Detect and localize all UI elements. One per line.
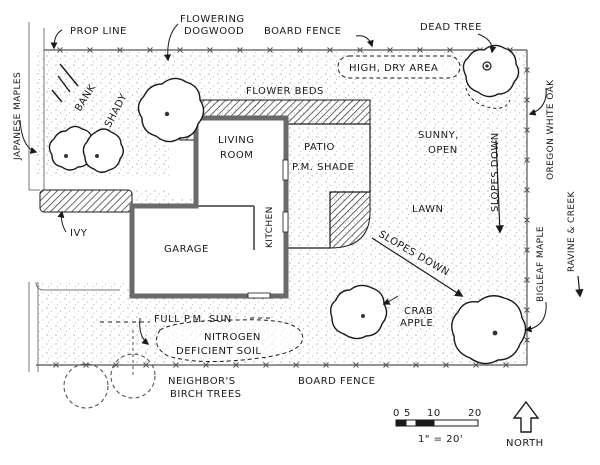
fence-post-marker	[417, 47, 423, 53]
dogwood-label: DOGWOOD	[184, 26, 244, 37]
fence-post-marker	[267, 47, 273, 53]
fence-post-marker	[443, 362, 449, 368]
fence-post-marker	[263, 362, 269, 368]
room-label: ROOM	[220, 150, 253, 161]
fence-post-marker	[357, 47, 363, 53]
garage-label: GARAGE	[164, 244, 209, 255]
scale-tick-0: 0	[393, 408, 400, 419]
fence-post-marker	[147, 47, 153, 53]
prop-line-label: PROP LINE	[70, 26, 127, 37]
fence-post-marker	[383, 362, 389, 368]
full-pm-sun-label: FULL P.M. SUN	[154, 314, 232, 325]
house	[129, 115, 289, 299]
fence-post-marker	[327, 47, 333, 53]
lawn-label: LAWN	[412, 204, 443, 215]
birch-trees-label: BIRCH TREES	[170, 389, 241, 400]
scale-ratio: 1" = 20'	[418, 434, 463, 445]
board-fence	[36, 49, 528, 366]
fence-post-marker	[524, 187, 530, 193]
crab-apple-tree	[329, 284, 388, 340]
japanese-maples-label: JAPANESE MAPLES	[13, 72, 23, 161]
japanese-maple-tree	[48, 125, 96, 171]
fence-post-marker	[293, 362, 299, 368]
board-fence-bottom-label: BOARD FENCE	[298, 376, 375, 387]
fence-post-marker	[503, 362, 509, 368]
fence-post-marker	[323, 362, 329, 368]
leader-lines	[19, 23, 547, 345]
scale-tick-5: 5	[404, 408, 411, 419]
fence-post-marker	[113, 362, 119, 368]
nitrogen-label: NITROGEN	[204, 332, 261, 343]
pm-shade-label: P.M. SHADE	[292, 162, 354, 173]
fence-post-marker	[237, 47, 243, 53]
fence-post-marker	[473, 362, 479, 368]
fence-post-marker	[387, 47, 393, 53]
fence-post-marker	[447, 47, 453, 53]
dead-tree	[462, 44, 520, 109]
slopes-down-vertical-label: SLOPES DOWN	[490, 132, 501, 212]
fence-post-marker	[53, 362, 59, 368]
fence-post-marker	[177, 47, 183, 53]
fence-post-marker	[524, 157, 530, 163]
high-dry-area-outline	[337, 55, 461, 79]
north-label: NORTH	[506, 438, 544, 449]
fence-post-marker	[524, 67, 530, 73]
fence-post-marker	[524, 247, 530, 253]
living-label: LIVING	[218, 135, 255, 146]
fence-post-marker	[524, 277, 530, 283]
fence-post-marker	[117, 47, 123, 53]
crab-label: CRAB	[404, 306, 433, 317]
patio-label: PATIO	[304, 142, 335, 153]
slope-arrows	[371, 139, 584, 298]
open-label: OPEN	[428, 145, 458, 156]
ivy-bed	[39, 189, 133, 213]
flowering-label: FLOWERING	[180, 14, 245, 25]
fence-post-marker	[143, 362, 149, 368]
bank-slope	[51, 63, 79, 103]
fence-post-marker	[413, 362, 419, 368]
sunny-label: SUNNY,	[418, 130, 459, 141]
fence-post-marker	[524, 337, 530, 343]
high-dry-area-label: HIGH, DRY AREA	[349, 63, 438, 74]
fence-post-marker	[524, 127, 530, 133]
oregon-white-oak-label: OREGON WHITE OAK	[546, 79, 556, 180]
fence-post-marker	[57, 47, 63, 53]
kitchen-label: KITCHEN	[265, 206, 275, 248]
flowering-dogwood-tree	[137, 77, 205, 143]
scale-bar: 0 5 10 20 1" = 20'	[393, 408, 482, 445]
fence-post-marker	[83, 362, 89, 368]
deficient-soil-label: DEFICIENT SOIL	[176, 346, 261, 357]
fence-post-marker	[233, 362, 239, 368]
nitrogen-soil-outline	[155, 319, 304, 363]
fence-post-marker	[297, 47, 303, 53]
apple-label: APPLE	[400, 318, 433, 329]
property-line	[28, 22, 120, 372]
patio	[286, 123, 371, 249]
fence-post-marker	[87, 47, 93, 53]
fence-post-marker	[207, 47, 213, 53]
japanese-maple-tree	[82, 128, 124, 173]
fence-post-marker	[173, 362, 179, 368]
dead-tree-label: DEAD TREE	[420, 22, 482, 33]
neighbors-label: NEIGHBOR'S	[168, 376, 236, 387]
fence-post-marker	[524, 97, 530, 103]
fence-post-marker	[524, 217, 530, 223]
lawn-to-house-gap	[36, 176, 186, 190]
scale-tick-10: 10	[427, 408, 441, 419]
flower-beds-label: FLOWER BEDS	[246, 86, 324, 97]
board-fence-top-label: BOARD FENCE	[264, 26, 341, 37]
bigleaf-maple-label: BIGLEAF MAPLE	[536, 226, 546, 302]
full-sun-dashes	[100, 317, 270, 323]
bigleaf-maple-tree	[451, 295, 527, 365]
scale-tick-20: 20	[468, 408, 482, 419]
neighbor-birch-trees	[63, 353, 156, 409]
fence-post-marker	[353, 362, 359, 368]
ravine-creek-label: RAVINE & CREEK	[567, 190, 577, 272]
ivy-label: IVY	[70, 228, 88, 239]
fence-post-marker	[203, 362, 209, 368]
north-arrow-icon: NORTH	[506, 400, 544, 449]
fence-post-marker	[524, 307, 530, 313]
